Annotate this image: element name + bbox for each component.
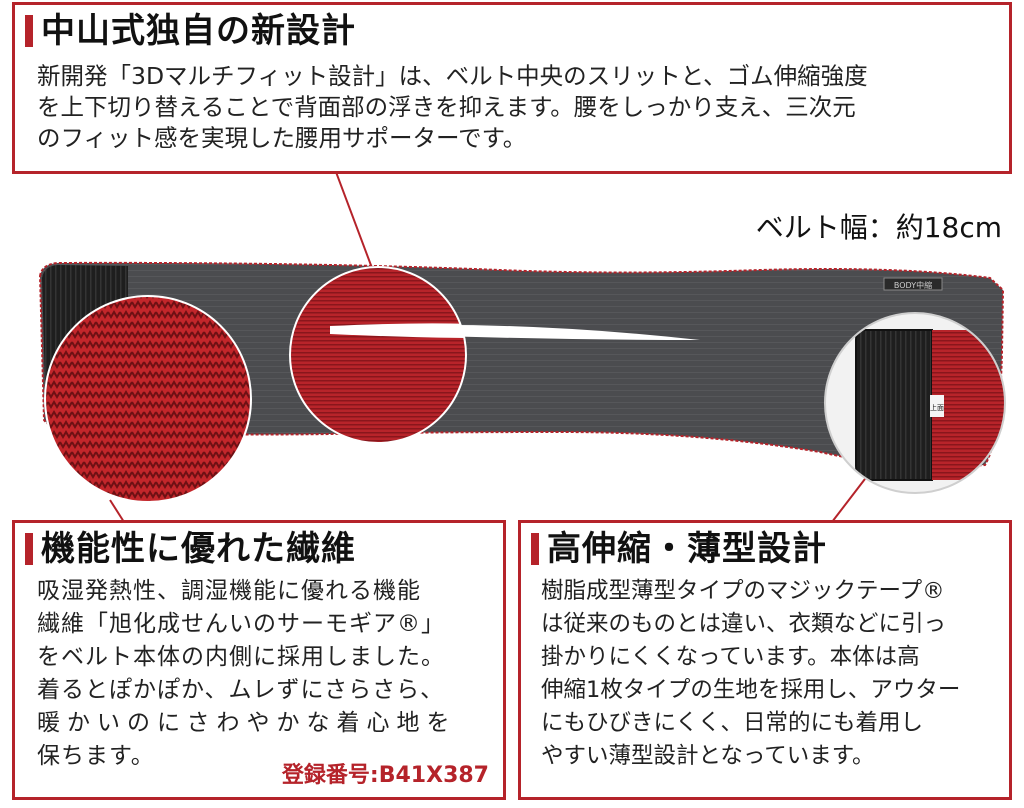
- design-line: 新開発「3Dマルチフィット設計」は、ベルト中央のスリットと、ゴム伸縮強度: [37, 62, 868, 90]
- fiber-line: をベルト本体の内側に採用しました。: [37, 644, 445, 670]
- thin-title-text: 高伸縮・薄型設計: [547, 529, 827, 569]
- design-line: のフィット感を実現した腰用サポーターです。: [37, 124, 527, 152]
- thin-line: やすい薄型設計となっています。: [541, 743, 875, 769]
- title-accent-bar: [531, 533, 539, 565]
- design-panel-body: 新開発「3Dマルチフィット設計」は、ベルト中央のスリットと、ゴム伸縮強度 を上下…: [37, 61, 997, 154]
- thin-line: にもひびきにくく、日常的にも着用し: [541, 710, 924, 736]
- belt-width-label: ベルト幅：約18cm: [755, 211, 1002, 244]
- registration-number: 登録番号:B41X387: [281, 763, 489, 788]
- design-line: を上下切り替えることで背面部の浮きを抑えます。腰をしっかり支え、三次元: [37, 93, 856, 121]
- fiber-line: 吸湿発熱性、調湿機能に優れる機能: [37, 578, 421, 604]
- design-title-text: 中山式独自の新設計: [41, 11, 356, 51]
- thin-line: 樹脂成型薄型タイプのマジックテープ®: [541, 578, 945, 604]
- thin-line: 伸縮1枚タイプの生地を採用し、アウター: [541, 677, 961, 703]
- fiber-line: 繊維「旭化成せんいのサーモギア®」: [37, 611, 445, 637]
- fiber-line: 保ちます。: [37, 743, 155, 769]
- design-panel-title: 中山式独自の新設計: [25, 11, 356, 51]
- fiber-panel-title: 機能性に優れた繊維: [25, 529, 356, 569]
- fiber-title-text: 機能性に優れた繊維: [41, 529, 356, 569]
- thin-line: 掛かりにくくなっています。本体は高: [541, 644, 920, 670]
- fiber-panel-body: 吸湿発熱性、調湿機能に優れる機能 繊維「旭化成せんいのサーモギア®」 をベルト本…: [37, 575, 491, 773]
- title-accent-bar: [25, 15, 33, 47]
- thin-line: は従来のものとは違い、衣類などに引っ: [541, 611, 947, 637]
- design-panel: 中山式独自の新設計 新開発「3Dマルチフィット設計」は、ベルト中央のスリットと、…: [12, 2, 1012, 174]
- fiber-line: 着るとぽかぽか、ムレずにさらさら、: [37, 677, 445, 703]
- thin-panel-title: 高伸縮・薄型設計: [531, 529, 827, 569]
- thin-panel-body: 樹脂成型薄型タイプのマジックテープ® は従来のものとは違い、衣類などに引っ 掛か…: [541, 575, 997, 773]
- thin-panel: 高伸縮・薄型設計 樹脂成型薄型タイプのマジックテープ® は従来のものとは違い、衣…: [518, 520, 1012, 800]
- tab-tag: 上面: [930, 403, 944, 412]
- fiber-line: 暖かいのにさわやかな着心地を: [37, 710, 457, 736]
- title-accent-bar: [25, 533, 33, 565]
- fiber-panel: 機能性に優れた繊維 吸湿発熱性、調湿機能に優れる機能 繊維「旭化成せんいのサーモ…: [12, 520, 506, 800]
- belt-tag: BODY中縮: [894, 280, 932, 290]
